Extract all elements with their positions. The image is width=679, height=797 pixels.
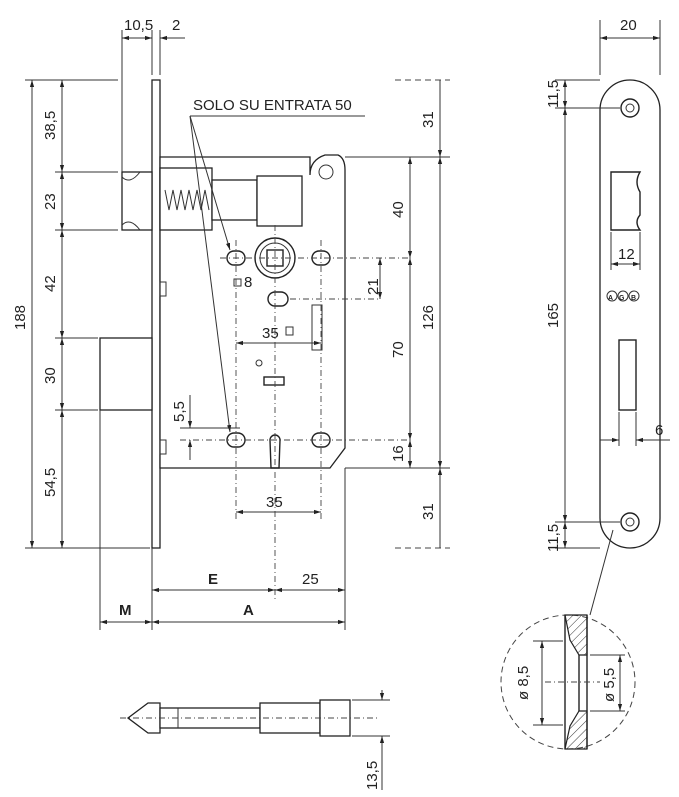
svg-text:G: G bbox=[619, 295, 625, 302]
dimension-label: 31 bbox=[420, 111, 437, 128]
front-plate-view: A G B 20 11,5 165 11,5 12 6 bbox=[545, 17, 670, 616]
dimension-label: 30 bbox=[42, 367, 59, 384]
dimension-label: 5,5 bbox=[171, 401, 188, 422]
screw-hole-bottom bbox=[620, 512, 640, 532]
dimension-label: M bbox=[119, 602, 132, 619]
dimension-label: 188 bbox=[12, 305, 29, 330]
top-dimensions: 10,5 2 bbox=[121, 17, 185, 172]
dimension-label: 20 bbox=[620, 17, 637, 34]
dimension-label: 42 bbox=[42, 275, 59, 292]
case-ear-hole bbox=[318, 164, 334, 180]
dimension-label: 31 bbox=[420, 503, 437, 520]
dimension-label: 6 bbox=[655, 422, 663, 439]
note-callout: SOLO SU ENTRATA 50 bbox=[189, 97, 365, 433]
latch bbox=[121, 171, 153, 231]
front-plate bbox=[599, 79, 661, 549]
dimension-label: 8 bbox=[244, 274, 252, 291]
latch-housing bbox=[159, 167, 213, 231]
inner-dimensions: 8 35 35 5,5 bbox=[171, 274, 321, 515]
keyhole bbox=[269, 434, 281, 469]
left-dimensions: 188 38,5 23 42 30 54,5 bbox=[12, 79, 150, 549]
dimension-label: 21 bbox=[365, 278, 382, 295]
spindle-drawing: 13,5 bbox=[120, 690, 390, 790]
dimension-label: A bbox=[243, 602, 254, 619]
dimension-label: 13,5 bbox=[364, 761, 381, 790]
dimension-label: 35 bbox=[262, 325, 279, 342]
dimension-label: 38,5 bbox=[42, 111, 59, 140]
dimension-label: 165 bbox=[545, 303, 562, 328]
dimension-label: 12 bbox=[618, 246, 635, 263]
svg-text:A: A bbox=[608, 295, 613, 302]
lock-case bbox=[159, 154, 346, 469]
right-dimensions: 31 126 40 70 16 21 31 bbox=[345, 79, 450, 549]
lock-side-view bbox=[99, 79, 410, 600]
bolt-slot bbox=[618, 339, 637, 411]
screw-hole-top bbox=[620, 98, 640, 118]
dimension-label: 35 bbox=[266, 494, 283, 511]
dimension-label: 11,5 bbox=[545, 524, 562, 552]
dimension-label: 11,5 bbox=[545, 80, 562, 108]
deadbolt bbox=[99, 337, 153, 411]
dimension-label: 70 bbox=[390, 341, 407, 358]
dimension-label: ø 8,5 bbox=[515, 666, 532, 700]
dimension-label: 40 bbox=[390, 201, 407, 218]
faceplate bbox=[151, 79, 161, 549]
countersink-detail: ø 8,5 ø 5,5 bbox=[500, 614, 636, 750]
svg-text:B: B bbox=[631, 295, 636, 302]
dimension-label: 10,5 bbox=[124, 17, 153, 34]
dimension-label: E bbox=[208, 571, 218, 588]
bottom-dimensions: E 25 M A bbox=[99, 410, 346, 630]
note-text: SOLO SU ENTRATA 50 bbox=[193, 97, 352, 114]
dimension-label: 2 bbox=[172, 17, 180, 34]
countersink-section bbox=[564, 614, 588, 750]
dimension-label: 126 bbox=[420, 305, 437, 330]
dimension-label: 16 bbox=[390, 445, 407, 462]
agb-logo: A G B bbox=[606, 290, 640, 302]
dimension-label: ø 5,5 bbox=[601, 668, 618, 702]
latch-slot bbox=[610, 171, 642, 231]
dimension-label: 23 bbox=[42, 193, 59, 210]
dimension-label: 54,5 bbox=[42, 468, 59, 497]
dimension-label: 25 bbox=[302, 571, 319, 588]
